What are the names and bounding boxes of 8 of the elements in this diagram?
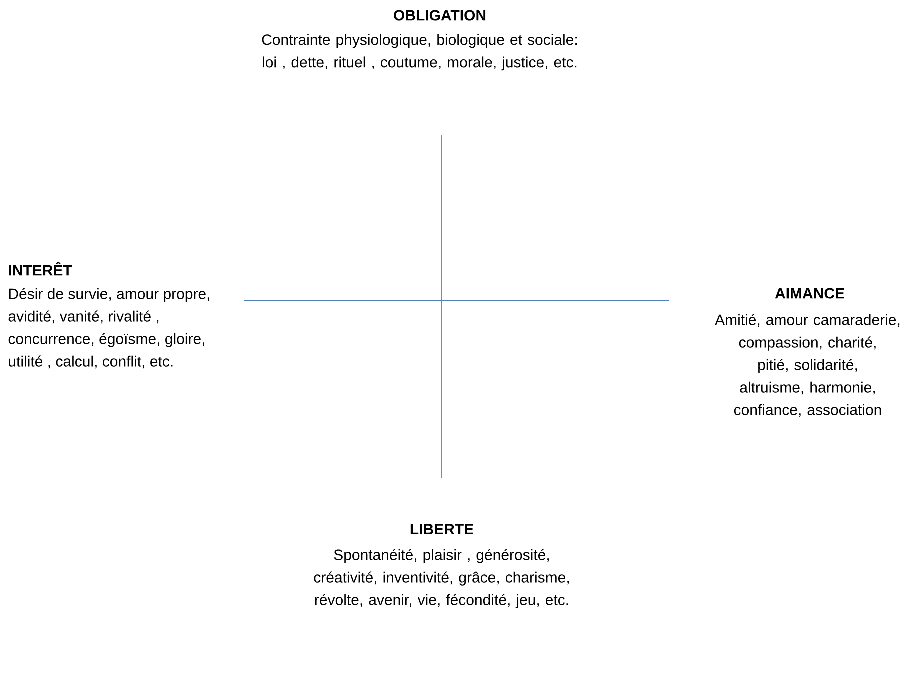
description-text: Désir de survie, amour propre, avidité, vanité, rivalité , concurrence, égoïsme, gloire, utilité , calcul, conflit, etc. (8, 288, 210, 369)
heading: INTERÊT (9, 262, 72, 276)
description-text: Contrainte physiologique, biologique et sociale: loi , dette, rituel , coutume, morale, justice, etc. (262, 34, 577, 71)
heading: AIMANCE (775, 288, 844, 299)
description-text: Amitié, amour camaraderie, compassion, charité, pitié, solidarité, altruisme, harmonie, confiance, association (715, 314, 900, 418)
description-text: Spontanéité, plaisir , générosité, créativité, inventivité, grâce, charisme, révolte, avenir, vie, fécondité, jeu, etc. (314, 549, 569, 608)
heading: LIBERTE (410, 524, 474, 535)
heading: OBLIGATION (394, 10, 486, 21)
